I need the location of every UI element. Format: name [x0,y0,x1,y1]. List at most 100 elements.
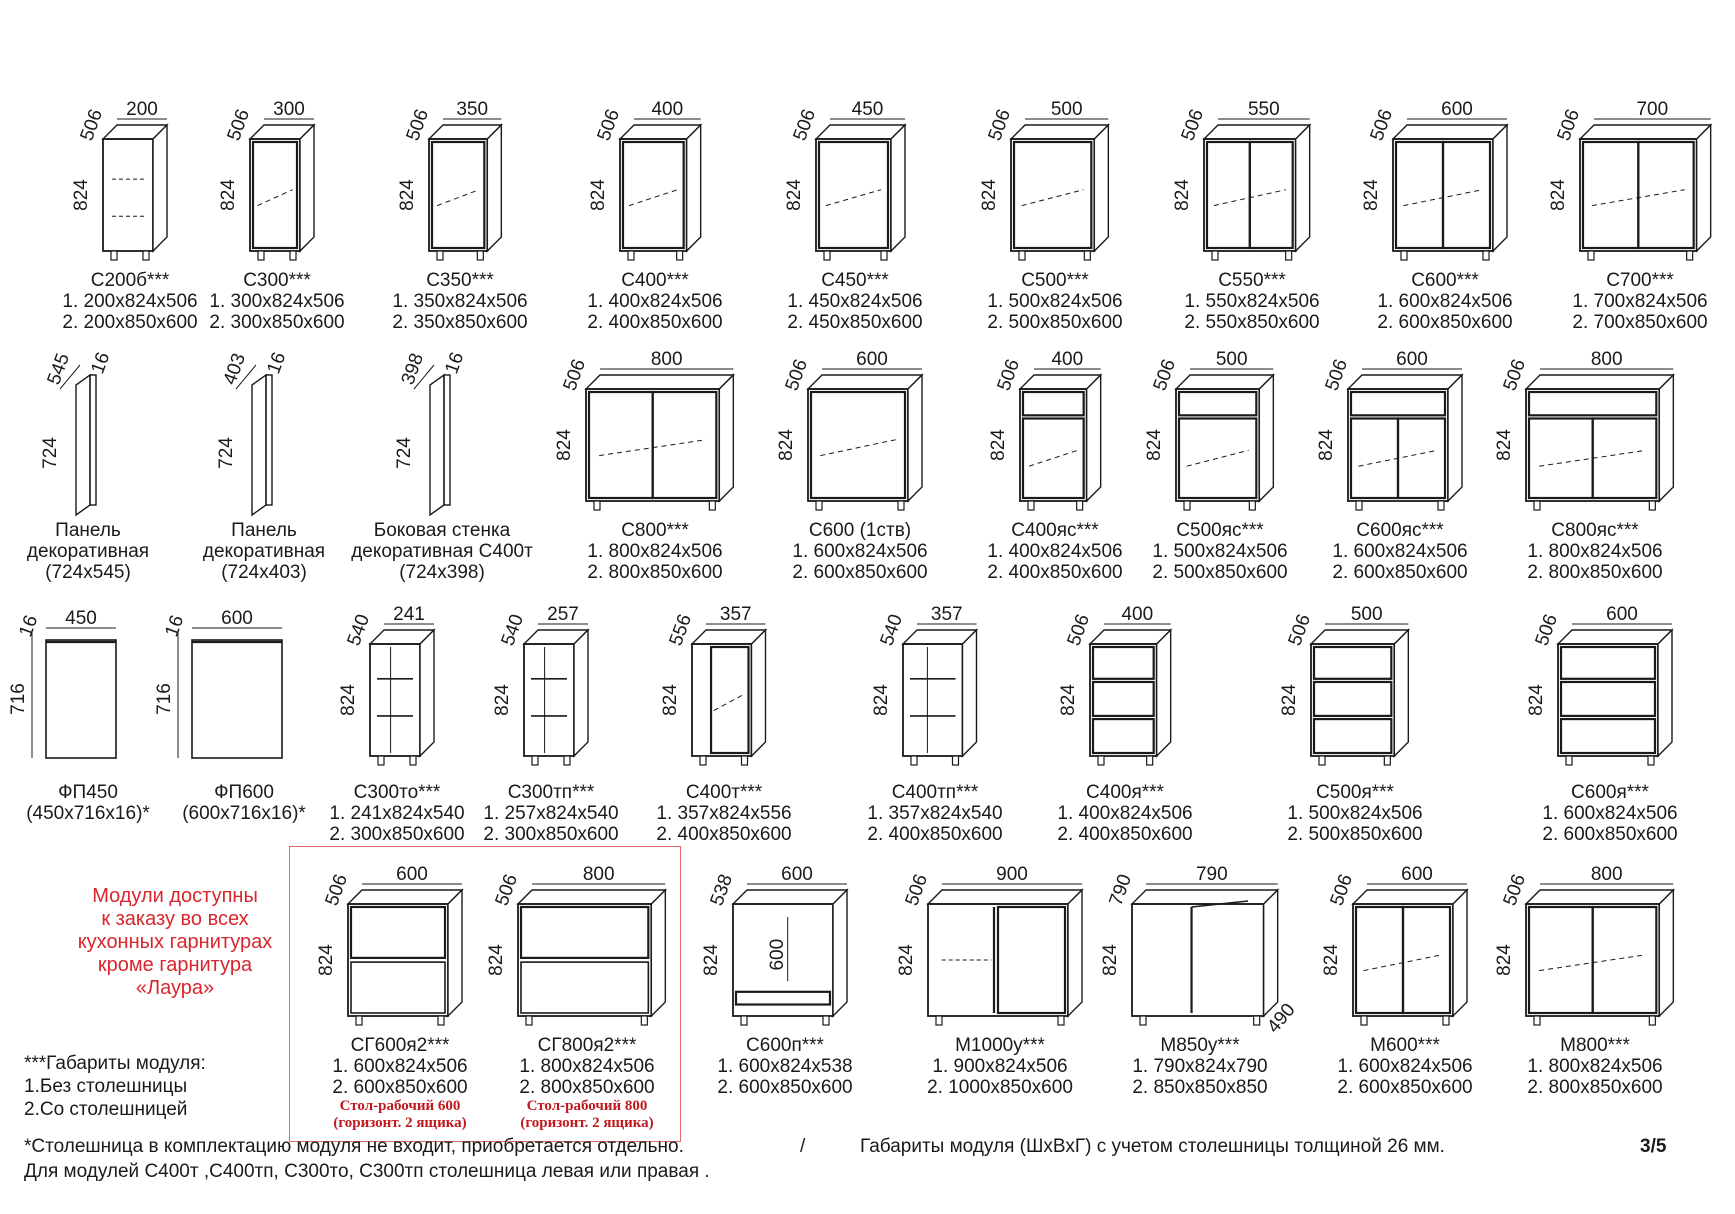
module-name: М1000у*** [955,1035,1045,1056]
module-name: С200б*** [90,270,170,291]
outline-rect [1636,140,1695,250]
module-size-1: 1. 450x824x506 [787,291,923,312]
outline-rect [1211,250,1219,261]
depth-label: 506 [1150,357,1181,394]
outline-rect [1084,250,1092,261]
outline-rect [822,1015,830,1026]
outline-rect [1565,755,1573,766]
module-name: ФП600 [214,782,274,803]
outline-rect [89,374,97,506]
module-size-1: 1. 400x824x506 [587,291,723,312]
outline-rect [1018,388,1088,502]
outline-rect [1075,500,1083,511]
width-label: 550 [1248,99,1280,120]
outline-rect [807,388,909,502]
worktable-subtitle: (горизонт. 2 ящика) [333,1115,467,1131]
outline-rect [1441,140,1492,250]
outline-rect [1091,645,1155,680]
module-size-2: 2. 300x850x600 [209,312,345,333]
outline-line [1539,449,1647,467]
module-size-2: 2. 800x850x600 [587,562,723,583]
depth-label: 506 [1500,357,1531,394]
outline-rect [1354,905,1405,1015]
width-label: 600 [221,608,253,629]
module-size-2: 2. 800x850x600 [1527,1077,1663,1098]
outline-rect [1647,755,1655,766]
outline-rect [593,500,601,511]
height-label: 824 [1058,684,1079,716]
width-label: 600 [1401,864,1433,885]
outline-line [820,439,896,457]
height-label: 724 [216,437,237,469]
module-size-2: 2. 450x850x600 [787,312,923,333]
outline-rect [618,138,688,252]
module-size-1: 1. 900x824x506 [932,1056,1068,1077]
outline-rect [1313,645,1393,680]
module-name: С450*** [821,270,889,291]
width-label: 257 [547,604,579,625]
module-name: С350*** [426,270,494,291]
outline-line [1591,189,1685,207]
outline-rect [523,643,575,757]
module-name: М850у*** [1160,1035,1240,1056]
note-line: к заказу во всех [101,908,249,930]
outline-rect [1581,140,1640,250]
height-label: 824 [492,684,513,716]
depth-label: 506 [402,107,433,144]
outline-line [628,189,678,207]
outline-rect [1557,643,1659,757]
module-name: С550*** [1218,270,1286,291]
width-label: 800 [583,864,615,885]
depth-label: 540 [498,612,529,649]
outline-rect [817,140,889,250]
depth-label: 506 [1322,357,1353,394]
outline-rect [996,905,1067,1015]
outline-rect [1591,905,1658,1015]
outline-rect [879,250,888,261]
height-label: 824 [338,684,359,716]
width-label: 600 [396,864,428,885]
outline-rect [1248,140,1294,250]
module-size-1: 1. 600x824x506 [1337,1056,1473,1077]
availability-note: Модули доступны к заказу во всех кухонны… [60,885,290,1000]
module-name: С600яс*** [1356,520,1444,541]
width-label: 790 [1196,864,1228,885]
outline-line [1358,449,1438,467]
depth-label: 398 [398,351,429,388]
outline-line [1213,189,1287,207]
outline-rect [1139,1015,1147,1026]
module-size-1: 1. 500x824x506 [1287,803,1423,824]
outline-rect [1437,500,1445,511]
outline-rect [1183,500,1191,511]
outline-line [1403,189,1483,207]
module-name: С800*** [621,520,689,541]
module-name: СГ800я2*** [537,1035,637,1056]
footer-note-1: *Столешница в комплектацию модуля не вхо… [24,1136,684,1157]
module-name: С800яс*** [1551,520,1639,541]
outline-rect [1349,390,1447,417]
module-size-2: 2. 400x850x600 [587,312,723,333]
module-size-2: 2. 600x850x600 [717,1077,853,1098]
width-label: 400 [1121,604,1153,625]
